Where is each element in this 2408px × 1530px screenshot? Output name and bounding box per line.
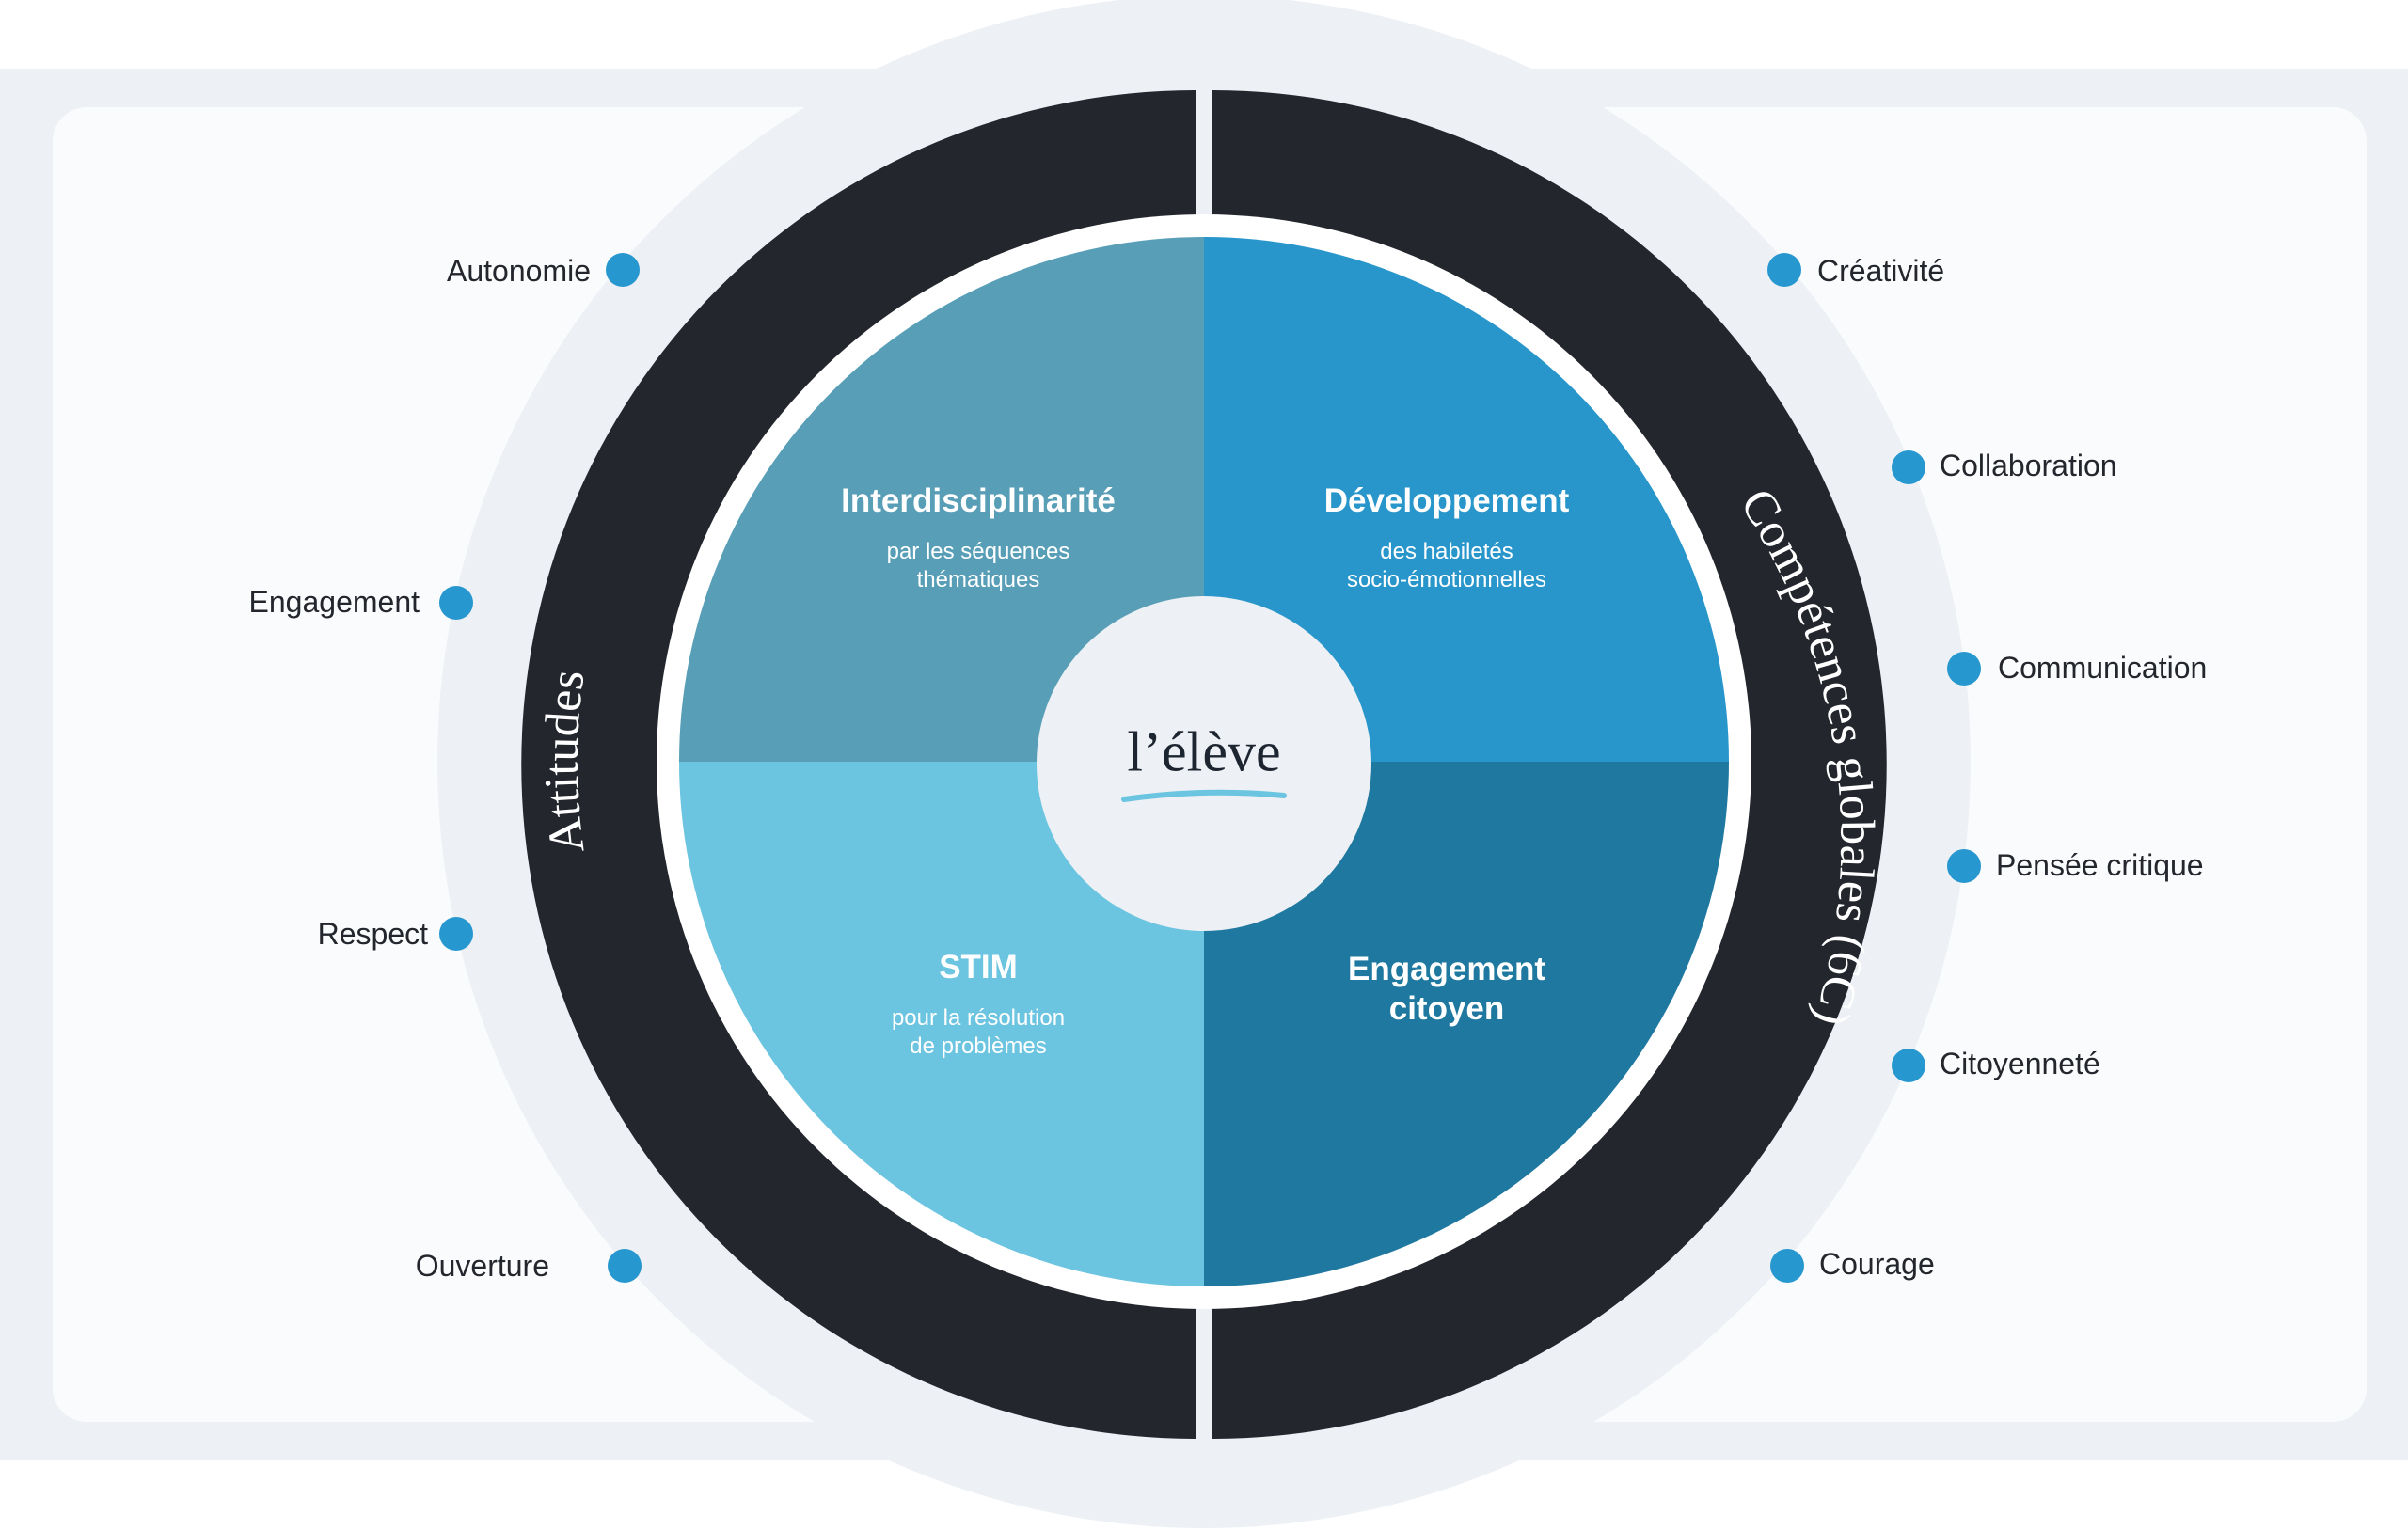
bullet-dot (1892, 1049, 1925, 1082)
bullet-dot (1947, 652, 1981, 686)
bullet-dot (439, 917, 473, 951)
quadrant-top-left-subtitle-2: thématiques (916, 567, 1040, 592)
bullet-dot (1947, 849, 1981, 883)
quadrant-bottom-left (679, 762, 1204, 1286)
quadrant-bottom-right-title-1: Engagement (1347, 951, 1546, 987)
quadrant-bottom-right (1204, 762, 1729, 1286)
bullet-dot (439, 586, 473, 620)
quadrant-top-right-title: Développement (1323, 482, 1570, 519)
center-circle (1037, 596, 1371, 931)
quadrant-bottom-left-title: STIM (939, 949, 1018, 986)
competence-label: Courage (1819, 1247, 1935, 1281)
bullet-dot (1892, 450, 1925, 484)
center-underline (1121, 789, 1287, 802)
competence-label: Citoyenneté (1940, 1047, 2100, 1080)
quadrant-bottom-left-subtitle-1: pour la résolution (891, 1005, 1066, 1031)
bullet-dot (1770, 1249, 1804, 1283)
attitude-label: Engagement (248, 585, 420, 619)
attitude-label: Respect (317, 917, 428, 951)
attitude-label: Ouverture (415, 1249, 549, 1283)
quadrant-bottom-left-subtitle-2: de problèmes (910, 1033, 1047, 1059)
quadrant-top-right (1204, 237, 1729, 762)
bullet-dot (608, 1249, 642, 1283)
competence-label: Collaboration (1940, 449, 2117, 482)
competence-label: Créativité (1817, 254, 1945, 288)
competence-label: Communication (1998, 651, 2208, 685)
quadrant-top-right-subtitle-1: des habiletés (1380, 539, 1513, 564)
bullet-dot (1767, 253, 1801, 287)
attitude-label: Autonomie (447, 254, 591, 288)
quadrant-top-left (679, 237, 1204, 762)
quadrant-top-right-subtitle-2: socio-émotionnelles (1346, 567, 1547, 592)
center-label: l’élève (1127, 720, 1281, 783)
competence-label: Pensée critique (1996, 848, 2204, 882)
bullet-dot (606, 253, 640, 287)
quadrant-top-left-subtitle-1: par les séquences (886, 539, 1070, 564)
quadrant-bottom-right-title-2: citoyen (1388, 990, 1505, 1027)
quadrant-top-left-title: Interdisciplinarité (841, 482, 1116, 519)
